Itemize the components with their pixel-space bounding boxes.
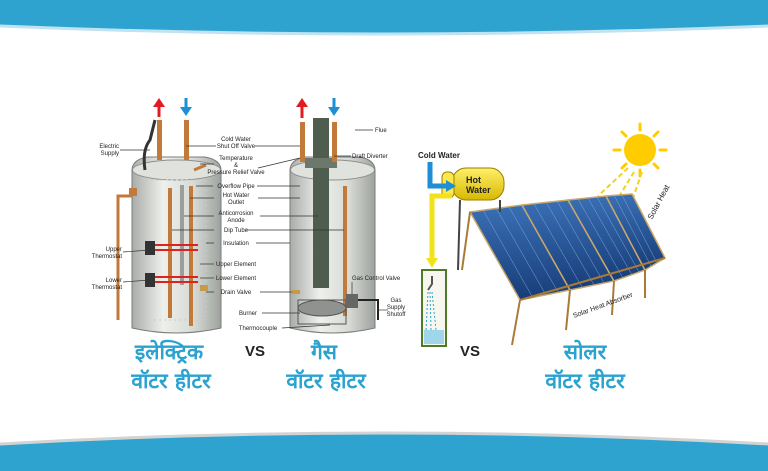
panel-stand	[461, 211, 666, 346]
label-temperature: Temperature	[219, 156, 253, 162]
label-draft-diverter: Draft Diverter	[352, 154, 388, 160]
top-band	[0, 0, 768, 36]
label-flue: Flue	[375, 128, 387, 134]
label-electric-supply-2: Supply	[101, 151, 119, 157]
label-dip-tube: Dip Tube	[224, 228, 249, 234]
label-overflow-pipe: Overflow Pipe	[217, 184, 255, 190]
label-upper-thermostat: Upper	[106, 247, 122, 253]
bottom-band	[0, 431, 768, 471]
label-hot-water-2: Water	[466, 185, 491, 195]
label-anticorrosion-anode-2: Anode	[227, 218, 245, 224]
label-gas-supply-shutoff-2: Supply	[387, 305, 405, 311]
label-upper-thermostat-2: Thermostat	[92, 254, 123, 260]
solar-water-heater	[421, 122, 668, 347]
label-pressure-relief: Pressure Relief Valve	[207, 170, 265, 176]
caption-solar-subtitle: वॉटर हीटर	[544, 368, 626, 393]
label-gas-supply-shutoff: Gas	[390, 298, 401, 304]
shower-icon	[421, 269, 447, 347]
cold-water-pipe	[427, 162, 456, 192]
label-upper-element: Upper Element	[216, 262, 256, 268]
label-burner: Burner	[239, 311, 257, 317]
electric-cold-arrow-icon	[180, 98, 192, 116]
label-electric-supply: Electric	[99, 144, 119, 150]
sun-icon	[612, 122, 668, 178]
label-thermocouple: Thermocouple	[239, 326, 278, 332]
label-gas-control-valve: Gas Control Valve	[352, 276, 401, 282]
label-hot-water-outlet: Hot Water	[223, 193, 250, 199]
caption-gas-subtitle: वॉटर हीटर	[285, 368, 367, 393]
gas-hot-arrow-icon	[296, 98, 308, 118]
label-lower-element: Lower Element	[216, 276, 256, 282]
label-lower-thermostat-2: Thermostat	[92, 285, 123, 291]
leader-lines	[120, 129, 388, 329]
vs-label-1: VS	[245, 343, 265, 360]
label-solar-heat: Solar Heat	[646, 183, 672, 221]
label-cold-water-valve: Cold Water	[221, 137, 251, 143]
vs-label-2: VS	[460, 343, 480, 360]
caption-gas-title: गैस	[310, 339, 338, 364]
label-anticorrosion-anode: Anticorrosion	[218, 211, 253, 217]
label-gas-supply-shutoff-3: Shutoff	[387, 312, 406, 318]
label-drain-valve: Drain Valve	[221, 290, 252, 296]
electric-water-heater	[116, 119, 222, 334]
label-solar-heat-absorber: Solar Heat Absorber	[572, 292, 634, 320]
storage-tank	[441, 167, 505, 271]
caption-electric-subtitle: वॉटर हीटर	[130, 368, 212, 393]
solar-panels	[468, 193, 666, 301]
label-cold-water-valve-2: Shut Off Valve	[217, 144, 256, 150]
electric-hot-arrow-icon	[153, 98, 165, 117]
hot-water-pipe	[426, 193, 452, 268]
label-cold-water: Cold Water	[418, 151, 460, 160]
caption-electric-title: इलेक्ट्रिक	[134, 339, 204, 364]
caption-solar-title: सोलर	[563, 339, 608, 364]
gas-cold-arrow-icon	[328, 98, 340, 116]
label-hot-water-outlet-2: Outlet	[228, 200, 244, 206]
gas-water-heater	[289, 118, 379, 334]
label-insulation: Insulation	[223, 241, 249, 247]
label-lower-thermostat: Lower	[106, 278, 122, 284]
label-temperature-amp: &	[234, 163, 238, 169]
label-hot-water: Hot	[466, 175, 481, 185]
